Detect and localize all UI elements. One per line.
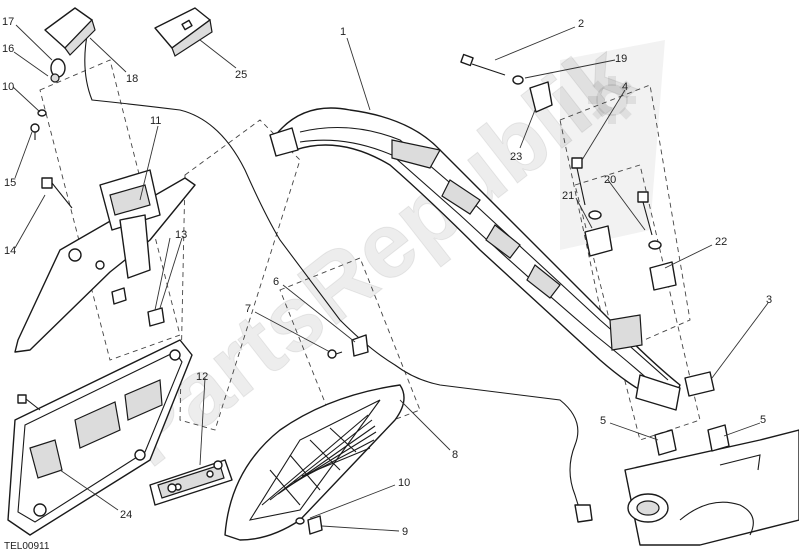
- spacer-3: [684, 371, 715, 397]
- outline-light-assembly: [179, 119, 301, 431]
- callout-20: 20: [604, 174, 616, 186]
- connectors: [44, 7, 213, 83]
- bracket-22: [649, 261, 677, 291]
- bushing-5b: [707, 424, 730, 452]
- washer-20: [588, 210, 602, 220]
- callout-6: 6: [273, 276, 279, 288]
- callout-24: 24: [120, 509, 132, 521]
- callout-8: 8: [452, 449, 458, 461]
- washer-10-bottom: [295, 517, 305, 525]
- callout-2: 2: [578, 18, 584, 30]
- callout-21: 21: [562, 190, 574, 202]
- washer-19: [512, 75, 524, 85]
- nut-plate: [111, 287, 127, 305]
- nut-9: [307, 515, 323, 535]
- callout-5a: 5: [600, 415, 606, 427]
- plate-bracket: [14, 169, 196, 353]
- tail-light-housing: [224, 384, 405, 541]
- wiring-harness: [84, 29, 593, 523]
- bolt-4: [571, 157, 586, 206]
- callout-18: 18: [126, 73, 138, 85]
- outline-frame-right: [559, 84, 691, 356]
- callout-19: 19: [615, 53, 627, 65]
- callout-22: 22: [715, 236, 727, 248]
- callout-12: 12: [196, 371, 208, 383]
- callout-11: 11: [150, 115, 161, 127]
- screw-15: [30, 123, 40, 140]
- callout-1: 1: [340, 26, 346, 38]
- diagram-code: TEL00911: [4, 541, 50, 552]
- screw-7: [327, 349, 343, 359]
- callout-5b: 5: [760, 414, 766, 426]
- mudguard-frame: [269, 107, 681, 411]
- callout-17: 17: [2, 16, 14, 28]
- leader-lines: [12, 24, 769, 532]
- nut-13: [147, 307, 165, 327]
- watermark-flag-shape: [560, 40, 665, 250]
- bolt-2: [460, 53, 506, 76]
- callout-23: 23: [510, 151, 522, 163]
- callout-7: 7: [245, 303, 251, 315]
- callout-16: 16: [2, 43, 14, 55]
- light-grille: [261, 414, 377, 506]
- callout-9: 9: [402, 526, 408, 538]
- callout-10a: 10: [2, 81, 14, 93]
- rear-frame-fragment: [624, 429, 799, 546]
- callout-10b: 10: [398, 477, 410, 489]
- outline-wire-route: [279, 257, 421, 441]
- license-plate-holder: [7, 339, 193, 536]
- nuts-light: [167, 460, 223, 493]
- bolt-4b: [637, 191, 653, 236]
- bracket-21: [584, 225, 613, 257]
- callout-4: 4: [622, 81, 628, 93]
- washer-20b: [648, 240, 662, 250]
- clip-23: [529, 81, 553, 113]
- callout-13: 13: [175, 229, 187, 241]
- callout-labels: 1 2 3 4 5 5 6 7 8 9 10 10 11 12 13 14 15…: [2, 16, 772, 538]
- callout-15: 15: [4, 177, 16, 189]
- bolt-14: [41, 177, 73, 209]
- callout-14: 14: [4, 245, 16, 257]
- callout-25: 25: [235, 69, 247, 81]
- bushing-5a: [654, 429, 677, 456]
- bolt-plate: [17, 394, 41, 411]
- callout-3: 3: [766, 294, 772, 306]
